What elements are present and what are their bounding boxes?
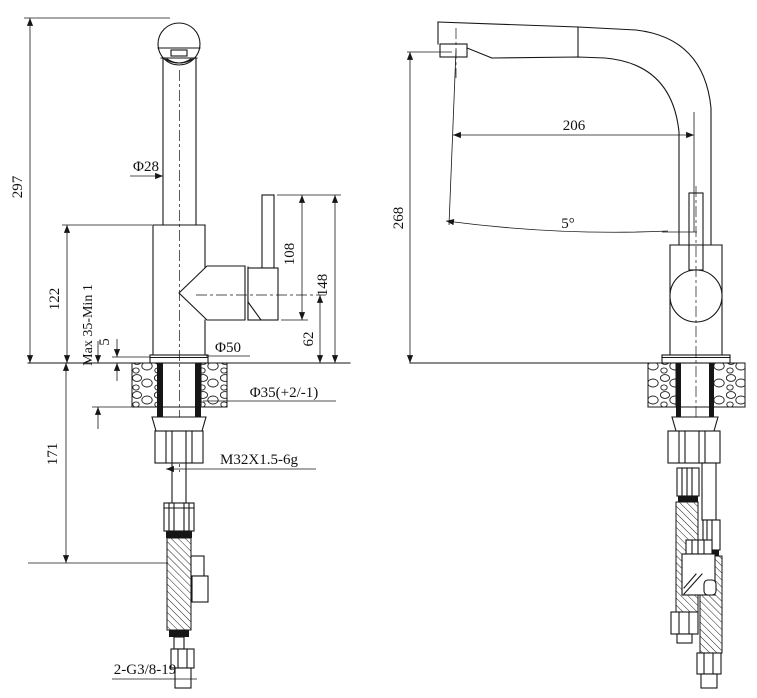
dim-base-plate-height: 5 <box>97 338 113 346</box>
dim-base-diameter: Φ50 <box>215 340 241 356</box>
dim-spout-diameter: Φ28 <box>133 159 159 175</box>
front-spout-head <box>157 22 201 66</box>
dim-body-height: 122 <box>47 288 63 311</box>
dim-under-deck-length: 171 <box>45 443 61 466</box>
dim-mounting-thread: M32X1.5-6g <box>220 452 298 468</box>
side-under-counter-assembly <box>667 363 723 689</box>
dim-spout-tilt-angle: 5° <box>561 216 575 232</box>
dim-mounting-hole: Φ35(+2/-1) <box>250 385 319 401</box>
front-body <box>149 224 209 364</box>
dim-hose-thread: 2-G3/8-19 <box>114 662 177 678</box>
front-handle <box>178 194 279 321</box>
dim-spout-reach: 206 <box>563 118 586 134</box>
dim-overall-height: 297 <box>10 175 26 198</box>
front-spout-pipe <box>162 58 197 226</box>
side-dimensions: 206 268 5° <box>391 49 697 363</box>
dim-lever-top-height: 148 <box>315 274 331 297</box>
side-countertop-section <box>409 362 746 408</box>
dim-deck-thickness: Max 35-Min 1 <box>81 284 96 366</box>
front-dimensions: 297 122 171 Max 35-Min 1 5 Φ28 Φ50 <box>10 17 341 680</box>
dim-handle-center-height: 62 <box>301 332 317 347</box>
side-spout-arm <box>437 21 712 246</box>
side-body <box>661 186 731 425</box>
side-view: 206 268 5° <box>391 21 746 689</box>
front-under-counter-assembly <box>151 363 209 689</box>
dim-handle-height: 108 <box>282 243 298 266</box>
front-view: 297 122 171 Max 35-Min 1 5 Φ28 Φ50 <box>10 17 351 689</box>
dim-spout-outlet-height: 268 <box>391 207 407 230</box>
